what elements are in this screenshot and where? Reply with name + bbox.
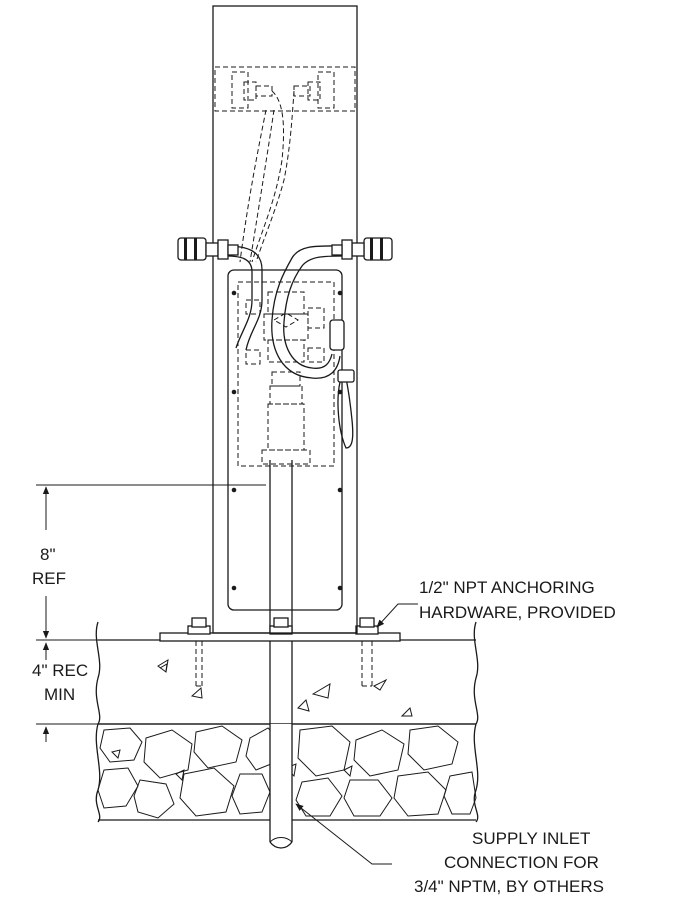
- dim-8-ref-label: REF: [32, 569, 66, 588]
- aggregate-marks: [157, 659, 413, 717]
- dimension-8-ref: [36, 484, 266, 641]
- anchor-callout-leader: [376, 603, 418, 628]
- pedestal-column: [212, 5, 358, 634]
- nozzle-right: [331, 237, 393, 261]
- supply-pipe: [269, 460, 293, 849]
- concrete-slab: [95, 621, 479, 725]
- supply-callout-line2: CONNECTION FOR: [444, 853, 599, 872]
- anchor-callout-line2: HARDWARE, PROVIDED: [419, 603, 616, 622]
- hose-right: [271, 245, 345, 379]
- dim-8-value: 8": [40, 545, 56, 564]
- anchor-bolt-left: [187, 617, 211, 687]
- access-panel: [227, 269, 343, 611]
- side-valve-handle: [329, 319, 355, 449]
- gravel-bed: [95, 723, 479, 823]
- supply-callout-line1: SUPPLY INLET: [472, 829, 590, 848]
- internal-valve-hidden: [237, 281, 335, 467]
- anchor-callout-line1: 1/2" NPT ANCHORING: [419, 578, 595, 597]
- upper-fittings-hidden: [214, 66, 356, 263]
- dimension-4-rec-min: [36, 642, 98, 742]
- dim-4-min-label: MIN: [44, 685, 75, 704]
- hose-left: [225, 245, 263, 351]
- anchor-bolt-right: [355, 617, 379, 687]
- anchor-bolt-center: [269, 617, 293, 635]
- supply-callout-line3: 3/4" NPTM, BY OTHERS: [414, 877, 604, 896]
- dim-4-value: 4" REC: [32, 661, 88, 680]
- supply-callout-leader: [295, 803, 392, 865]
- nozzle-left: [177, 237, 239, 261]
